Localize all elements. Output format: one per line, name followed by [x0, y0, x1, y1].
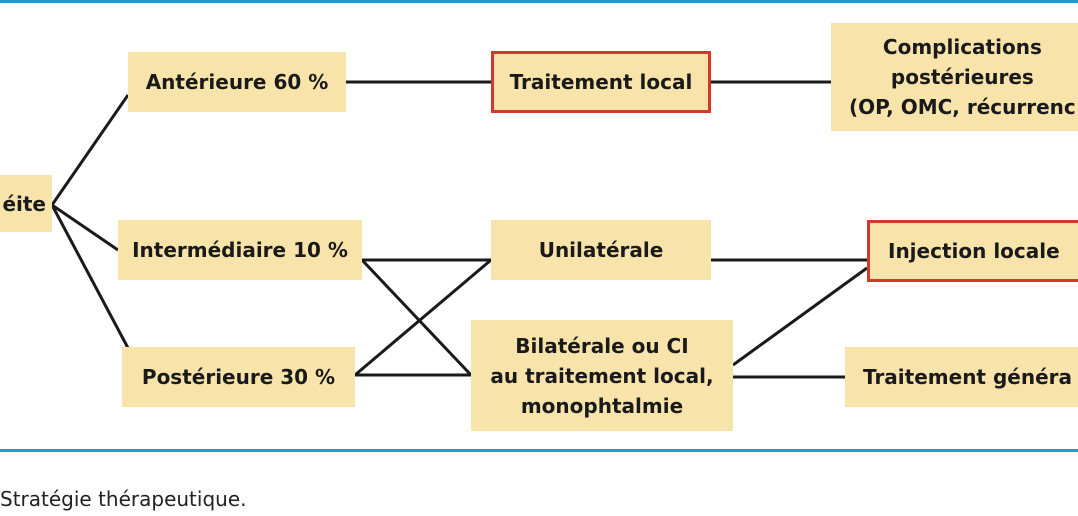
edge-posterieure-unilaterale: [354, 258, 492, 377]
node-bilaterale-label: Bilatérale ou CI au traitement local, mo…: [490, 333, 714, 418]
node-traitement-local-label: Traitement local: [509, 70, 693, 94]
node-traitement-general-label: Traitement généra: [863, 365, 1072, 389]
edge-intermediaire-bilaterale: [360, 258, 473, 377]
node-anterieure: Antérieure 60 %: [128, 52, 346, 112]
edge-bilaterale-injection-locale: [732, 266, 868, 367]
node-anterieure-label: Antérieure 60 %: [145, 70, 329, 94]
node-bilaterale: Bilatérale ou CI au traitement local, mo…: [471, 320, 733, 431]
figure-caption: Stratégie thérapeutique.: [0, 487, 247, 511]
node-unilaterale: Unilatérale: [491, 220, 711, 280]
node-posterieure-label: Postérieure 30 %: [141, 365, 336, 389]
node-complications-label: Complications postérieures (OP, OMC, réc…: [849, 35, 1076, 119]
node-posterieure: Postérieure 30 %: [122, 347, 355, 407]
edge-root-posterieure: [50, 204, 130, 349]
bottom-rule: [0, 449, 1078, 452]
node-intermediaire-label: Intermédiaire 10 %: [132, 238, 348, 262]
node-traitement-local: Traitement local: [491, 51, 711, 113]
node-injection-locale: Injection locale: [867, 220, 1078, 282]
node-injection-locale-label: Injection locale: [888, 239, 1060, 263]
edge-root-intermediaire: [51, 203, 119, 252]
node-complications: Complications postérieures (OP, OMC, réc…: [831, 23, 1078, 131]
node-root-label: éite: [2, 191, 46, 216]
node-unilaterale-label: Unilatérale: [538, 238, 664, 262]
node-root: éite: [0, 175, 52, 232]
edge-root-anterieure: [50, 94, 130, 206]
node-intermediaire: Intermédiaire 10 %: [118, 220, 362, 280]
top-rule: [0, 0, 1078, 3]
node-traitement-general: Traitement généra: [845, 347, 1078, 407]
